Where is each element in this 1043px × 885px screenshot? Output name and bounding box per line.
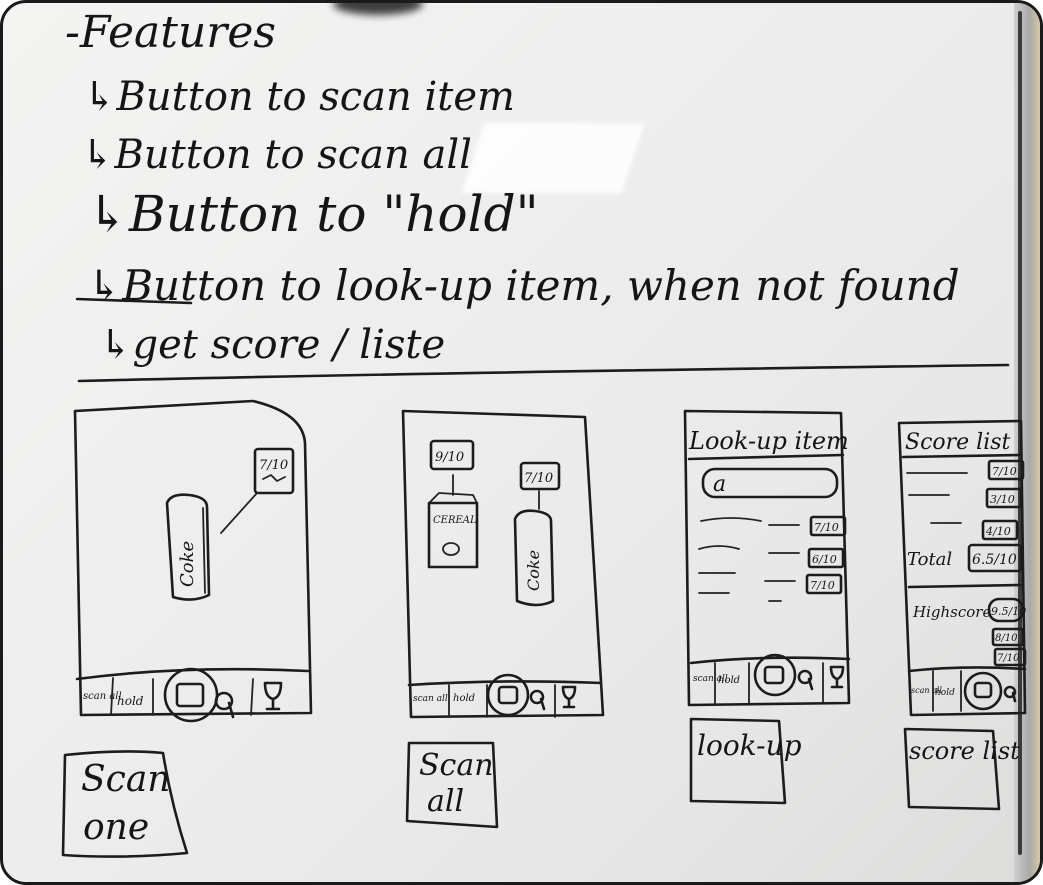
scan-button-circle xyxy=(486,673,530,717)
total-label: Total xyxy=(907,549,952,570)
highscore-item-2: 7/10 xyxy=(997,653,1020,664)
result-score xyxy=(809,515,847,537)
section-divider xyxy=(77,363,1010,383)
tag-left-value: 9/10 xyxy=(435,450,464,465)
scan-frame-icon xyxy=(497,685,519,705)
result-score-3: 7/10 xyxy=(810,579,835,592)
bar-hold-label: hold xyxy=(935,688,955,698)
score-value-box xyxy=(985,487,1023,509)
bar-hold-label: hold xyxy=(117,694,144,708)
score-value-3: 4/10 xyxy=(985,525,1011,538)
coke-can xyxy=(513,509,555,607)
bar-scan-all-label: scan all xyxy=(413,694,448,704)
result-score-2: 6/10 xyxy=(812,553,837,566)
score-value-1: 7/10 xyxy=(992,465,1017,478)
lookup-search-glyph: a xyxy=(713,472,726,497)
result-score-1: 7/10 xyxy=(814,521,839,534)
score-list-title: Score list xyxy=(905,430,1011,455)
result-row xyxy=(698,592,782,602)
caption-scan-all-line2: all xyxy=(427,784,464,819)
caption-box xyxy=(689,717,787,805)
scan-button-circle xyxy=(963,671,1003,711)
trophy-icon xyxy=(263,681,283,711)
caption-box xyxy=(61,750,189,858)
highscore-value: 9.5/10 xyxy=(991,605,1026,618)
trophy-icon xyxy=(829,665,845,689)
total-value-box xyxy=(967,543,1023,573)
mockup-lookup: Look-up item a 7/10 6/10 7/10 scan all h… xyxy=(683,409,851,805)
bar-hold-label: hold xyxy=(453,693,475,704)
bar-scan-all-label: scan all xyxy=(911,686,942,695)
caption-scan-all-line1: Scan xyxy=(419,748,494,783)
result-score xyxy=(805,573,843,595)
search-icon xyxy=(797,669,814,691)
tag-right-value: 7/10 xyxy=(524,471,553,486)
marker-shadow xyxy=(333,3,423,15)
score-value-2: 3/10 xyxy=(990,493,1015,506)
highscore-item-box xyxy=(993,647,1027,667)
highscore-value-box xyxy=(987,597,1025,623)
lookup-title: Look-up item xyxy=(688,427,849,455)
tag-left xyxy=(429,439,475,471)
sketch-drawings: scan all hold Coke 7/10 Scan one s xyxy=(61,297,1027,858)
caption-scan-one-line1: Scan xyxy=(81,759,170,800)
feature-scan-all: ↳Button to scan all xyxy=(81,132,472,178)
mockup-scan-all: scan all hold CEREAL 9/10 Coke 7/10 Scan… xyxy=(401,409,605,829)
highscore-item-box xyxy=(991,627,1025,647)
trophy-icon xyxy=(561,685,577,709)
highscore-item-1: 8/10 xyxy=(995,633,1018,644)
bar-scan-all-label: scan all xyxy=(83,691,122,702)
search-icon xyxy=(1003,685,1017,703)
bar-hold-label: hold xyxy=(718,675,740,686)
mockup-scan-one: scan all hold Coke 7/10 Scan one xyxy=(61,399,313,858)
coke-can-label: Coke xyxy=(524,550,543,591)
result-score xyxy=(807,547,845,569)
scan-button-circle xyxy=(753,653,797,697)
cereal-box-label: CEREAL xyxy=(433,515,477,526)
result-row xyxy=(700,517,800,526)
coke-can-label: Coke xyxy=(177,541,198,587)
caption-lookup: look-up xyxy=(697,729,802,762)
feature-scan-item: ↳Button to scan item xyxy=(83,74,515,120)
features-heading: -Features xyxy=(65,7,276,58)
tag-right xyxy=(519,461,561,491)
scan-frame-icon xyxy=(763,665,785,685)
caption-box xyxy=(903,727,1001,811)
caption-score-list: score list xyxy=(909,737,1020,765)
underline-stroke xyxy=(75,297,193,305)
scan-frame-icon xyxy=(175,682,205,708)
score-tag xyxy=(253,447,295,495)
search-icon xyxy=(214,691,235,719)
score-value-box xyxy=(981,519,1019,541)
scan-frame-icon xyxy=(973,681,993,699)
feature-lookup: ↳Button to look-up item, when not found xyxy=(87,261,960,310)
total-value: 6.5/10 xyxy=(972,552,1017,568)
search-icon xyxy=(529,689,546,711)
bar-scan-all-label: scan all xyxy=(693,674,728,684)
mockup-score-list: Score list 7/10 3/10 4/10 Total 6.5/10 H… xyxy=(897,419,1027,811)
feature-score-list: ↳get score / liste xyxy=(99,322,446,368)
result-row xyxy=(698,545,800,554)
score-tag-value: 7/10 xyxy=(259,458,288,473)
lookup-search-field xyxy=(701,467,839,499)
recycle-icon xyxy=(262,474,286,482)
score-value-box xyxy=(987,459,1025,481)
cereal-box xyxy=(427,501,479,569)
result-row xyxy=(698,572,796,582)
cereal-bowl-icon xyxy=(442,542,460,556)
caption-scan-one-line2: one xyxy=(83,807,149,848)
caption-box xyxy=(405,741,499,829)
feature-hold: ↳Button to "hold" xyxy=(87,185,539,243)
coke-can xyxy=(165,493,211,601)
highscore-label: Highscore xyxy=(912,603,991,621)
